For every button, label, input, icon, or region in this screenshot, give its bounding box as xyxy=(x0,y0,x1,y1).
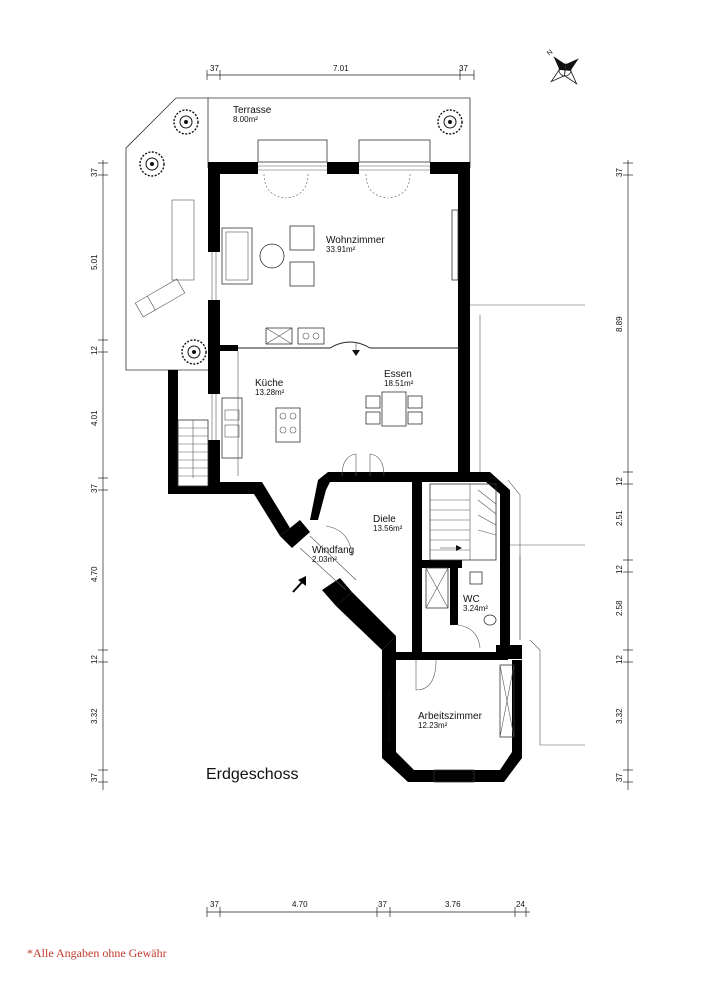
room-name-essen: Essen xyxy=(384,369,412,380)
entrance-arrow-icon xyxy=(292,576,306,593)
dim-left-8: 3.32 xyxy=(90,708,99,724)
dimension-right: 37 8.89 12 2.51 12 2.58 12 3.32 37 xyxy=(615,160,633,790)
dim-top-3: 37 xyxy=(459,64,468,73)
dim-right-2: 8.89 xyxy=(615,316,624,332)
dim-left-2: 5.01 xyxy=(90,254,99,270)
room-labels: Terrasse 8.00m² Wohnzimmer 33.91m² Küche… xyxy=(233,105,488,730)
room-name-arbeitszimmer: Arbeitszimmer xyxy=(418,711,483,722)
dim-left-4: 4.01 xyxy=(90,410,99,426)
plant-icon xyxy=(437,109,463,135)
plant-icon xyxy=(139,151,165,177)
wc-fixtures xyxy=(457,571,497,649)
dim-right-6: 2.58 xyxy=(615,600,624,616)
exterior-stairs xyxy=(177,419,209,487)
dim-left-3: 12 xyxy=(90,346,99,355)
room-name-wc: WC xyxy=(463,594,480,605)
dim-bottom-5: 24 xyxy=(516,900,525,909)
dim-right-1: 37 xyxy=(615,168,624,177)
room-area-wohnzimmer: 33.91m² xyxy=(326,245,356,254)
svg-text:N: N xyxy=(546,49,554,58)
dim-bottom-4: 3.76 xyxy=(445,900,461,909)
room-name-kueche: Küche xyxy=(255,378,284,389)
room-area-diele: 13.56m² xyxy=(373,524,403,533)
room-area-terrasse: 8.00m² xyxy=(233,115,258,124)
dim-left-7: 12 xyxy=(90,655,99,664)
office-fixtures xyxy=(415,659,515,738)
living-room-furniture xyxy=(221,173,459,356)
dim-left-6: 4.70 xyxy=(90,566,99,582)
room-area-essen: 18.51m² xyxy=(384,379,414,388)
dim-right-3: 12 xyxy=(615,477,624,486)
dim-bottom-2: 4.70 xyxy=(292,900,308,909)
room-name-windfang: Windfang xyxy=(312,545,354,556)
room-name-wohnzimmer: Wohnzimmer xyxy=(326,235,385,246)
floor-title: Erdgeschoss xyxy=(206,766,299,783)
dim-right-5: 12 xyxy=(615,565,624,574)
room-area-windfang: 2.03m² xyxy=(312,555,337,564)
watermark: www.grundriss.com xyxy=(387,690,393,743)
room-area-arbeitszimmer: 12.23m² xyxy=(418,721,448,730)
plant-icon xyxy=(173,109,199,135)
dim-top-2: 7.01 xyxy=(333,64,349,73)
plant-icon xyxy=(181,339,207,365)
disclaimer: *Alle Angaben ohne Gewähr xyxy=(27,946,167,960)
room-area-wc: 3.24m² xyxy=(463,604,488,613)
dim-bottom-1: 37 xyxy=(210,900,219,909)
dimension-bottom: 37 4.70 37 3.76 24 xyxy=(206,900,530,917)
room-area-kueche: 13.28m² xyxy=(255,388,285,397)
dim-left-5: 37 xyxy=(90,484,99,493)
room-name-terrasse: Terrasse xyxy=(233,105,272,116)
sun-lounger xyxy=(134,278,186,318)
compass-rose-icon: N xyxy=(546,49,579,85)
dimension-left: 37 5.01 12 4.01 37 4.70 12 3.32 37 xyxy=(90,160,108,790)
dim-top-1: 37 xyxy=(210,64,219,73)
interior-staircase xyxy=(425,483,497,609)
terrace xyxy=(125,97,471,371)
entrance-door xyxy=(299,525,357,591)
room-name-diele: Diele xyxy=(373,514,396,525)
interior-walls xyxy=(220,341,508,660)
outdoor-outlines xyxy=(470,304,585,746)
dim-bottom-3: 37 xyxy=(378,900,387,909)
dim-left-9: 37 xyxy=(90,773,99,782)
dimension-top: 37 7.01 37 xyxy=(206,64,475,80)
dim-right-7: 12 xyxy=(615,655,624,664)
kitchen-dining-furniture xyxy=(221,391,423,477)
dim-left-1: 37 xyxy=(90,168,99,177)
dim-right-9: 37 xyxy=(615,773,624,782)
dim-right-8: 3.32 xyxy=(615,708,624,724)
dim-right-4: 2.51 xyxy=(615,510,624,526)
